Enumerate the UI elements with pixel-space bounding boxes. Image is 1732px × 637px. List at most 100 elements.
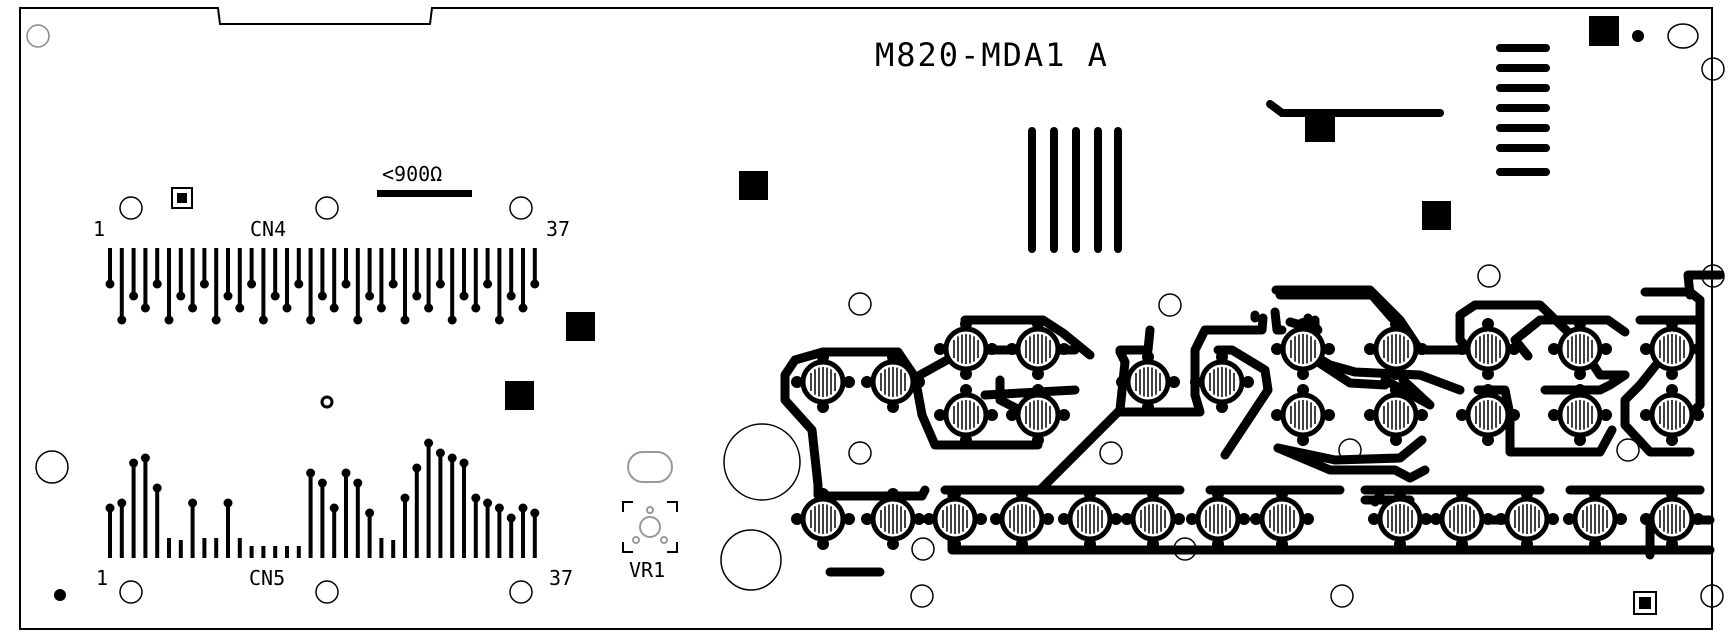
led-footprint (923, 488, 987, 550)
pin-pad (435, 448, 445, 458)
pin-pad (424, 438, 434, 448)
dot-hole (54, 589, 66, 601)
led-footprint (1006, 384, 1070, 446)
led-footprint (1430, 488, 1494, 550)
pin-pad (329, 503, 339, 513)
led-footprint (1640, 318, 1704, 380)
led-footprint (1495, 488, 1559, 550)
pin-pad (341, 468, 351, 478)
contact-stripes-horizontal (1496, 44, 1550, 176)
pin-pad (223, 498, 233, 508)
led-footprint (1058, 488, 1122, 550)
cn5-pin-row (105, 438, 540, 558)
pin-pad (235, 303, 245, 313)
pin-pad (376, 303, 386, 313)
led-footprint (1368, 488, 1432, 550)
pin-pad (270, 291, 280, 301)
pin-pad (424, 303, 434, 313)
led-footprint (1250, 488, 1314, 550)
pin-pad (140, 303, 150, 313)
pin-pad (199, 279, 209, 289)
pin-pad (317, 478, 327, 488)
pin-pad (164, 315, 174, 325)
pin-pad (329, 303, 339, 313)
pin-pad (471, 493, 481, 503)
pin-pad (483, 498, 493, 508)
pin-pad (412, 291, 422, 301)
pin-pad (317, 291, 327, 301)
led-footprint (1116, 351, 1180, 413)
led-footprint (1548, 384, 1612, 446)
pin-pad (105, 279, 115, 289)
pin-pad (459, 291, 469, 301)
pin-pad (188, 303, 198, 313)
pin-pad (459, 458, 469, 468)
led-footprint (1364, 384, 1428, 446)
cn4-pin-row (105, 248, 540, 325)
pin-pad (258, 315, 268, 325)
pin-pad (365, 291, 375, 301)
led-footprint (1548, 318, 1612, 380)
pin-pad (400, 493, 410, 503)
pin-pad (506, 513, 516, 523)
pin-pad (306, 468, 316, 478)
led-footprint (1121, 488, 1185, 550)
cn4-last-pin: 37 (546, 217, 570, 241)
pin-pad (530, 508, 540, 518)
resistor-note: <900Ω (382, 162, 442, 186)
pin-pad (471, 303, 481, 313)
led-footprint (1186, 488, 1250, 550)
square-pads (505, 16, 1619, 410)
pin-pad (176, 291, 186, 301)
pin-pad (117, 498, 127, 508)
pin-pad (483, 279, 493, 289)
resistor-pad (377, 190, 472, 197)
pin-pad (247, 279, 257, 289)
led-footprint (1456, 384, 1520, 446)
pin-pad (152, 279, 162, 289)
led-footprint (990, 488, 1054, 550)
pin-pad (306, 315, 316, 325)
pin-pad (117, 315, 127, 325)
top-trace (1266, 100, 1444, 117)
cn5-last-pin: 37 (549, 566, 573, 590)
contact-stripes (1028, 127, 1122, 253)
led-footprint (791, 488, 855, 550)
cn5-label: CN5 (249, 566, 285, 590)
pin-pad (129, 291, 139, 301)
pin-pad (129, 458, 139, 468)
pin-pad (223, 291, 233, 301)
pin-pad (152, 483, 162, 493)
pin-pad (518, 303, 528, 313)
pin-pad (447, 315, 457, 325)
cn5-first-pin: 1 (96, 566, 108, 590)
cn4-label: CN4 (250, 217, 286, 241)
led-footprint (1456, 318, 1520, 380)
board-outline (19, 7, 1713, 630)
pin-pad (506, 291, 516, 301)
led-footprint (1364, 318, 1428, 380)
pin-pad (294, 279, 304, 289)
led-footprint (1563, 488, 1627, 550)
pin-pad (105, 503, 115, 513)
vr1-label: VR1 (629, 558, 665, 582)
led-footprint (861, 488, 925, 550)
pin-pad (341, 279, 351, 289)
fiducials (171, 187, 1657, 615)
pin-pad (353, 315, 363, 325)
led-array (791, 318, 1704, 550)
cn4-first-pin: 1 (93, 217, 105, 241)
led-footprint (861, 351, 925, 413)
pin-pad (400, 315, 410, 325)
vr1-footprint (622, 451, 678, 553)
led-footprint (934, 318, 998, 380)
led-footprint (1640, 488, 1704, 550)
pin-pad (494, 503, 504, 513)
pin-pad (353, 478, 363, 488)
pin-pad (188, 498, 198, 508)
pin-pad (282, 303, 292, 313)
led-footprint (1271, 318, 1335, 380)
led-footprint (934, 384, 998, 446)
led-footprint (1006, 318, 1070, 380)
pin-pad (412, 463, 422, 473)
